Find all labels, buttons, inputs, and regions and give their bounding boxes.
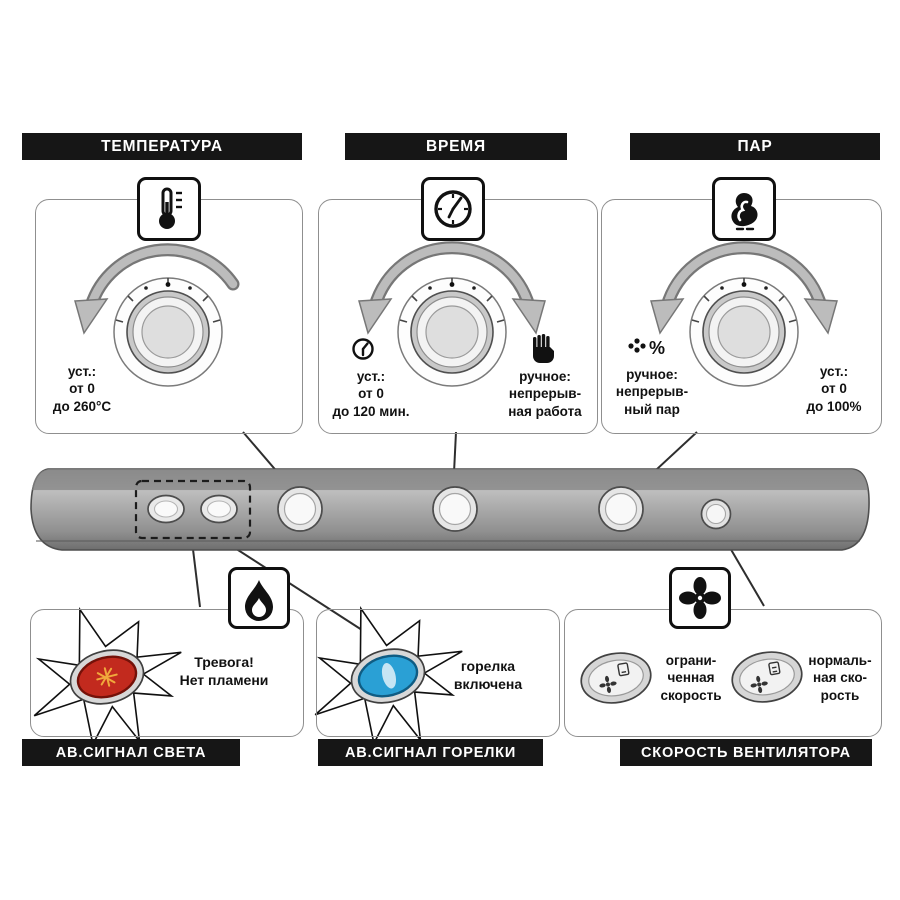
alarm-light-red [11, 587, 201, 766]
connector-lights-alarm [191, 540, 201, 608]
light-alarm-lamp-strip [147, 494, 185, 524]
time-manual-text: ручное: непрерыв- ная работа [508, 369, 582, 419]
fan-limited-text: ограни- ченная скорость [660, 653, 722, 703]
steam-iconbox [712, 177, 776, 241]
time-knob-strip [432, 486, 478, 532]
connector-lights-burner [223, 540, 363, 631]
temperature-set-text: уст.: от 0 до 260°C [52, 364, 112, 414]
light-alarm-text: Тревога! Нет пламени [179, 654, 269, 688]
light-alarm-panel [30, 609, 304, 737]
time-set-text: уст.: от 0 до 120 мин. [332, 369, 410, 419]
percent-glyph: % [649, 338, 665, 358]
fan-speed-label: СКОРОСТЬ ВЕНТИЛЯТОРА [641, 744, 851, 761]
fan-icon [679, 577, 721, 619]
sparkle-icon [96, 667, 118, 687]
mini-speed-low-icon [617, 662, 630, 677]
temperature-arrow [74, 243, 240, 335]
manual-hand-icon [533, 334, 554, 363]
steam-label: ПАР [737, 137, 773, 155]
temperature-label: ТЕМПЕРАТУРА [101, 137, 223, 155]
steam-set-text: уст.: от 0 до 100% [806, 364, 862, 414]
clock-iconbox [421, 177, 485, 241]
clock-icon [434, 190, 472, 228]
burner-alarm-panel [316, 609, 560, 737]
burner-light-blue [292, 586, 482, 765]
fan-speed-button-normal [731, 651, 803, 703]
steam-puff-icon [731, 193, 758, 231]
thermometer-icon [159, 187, 182, 229]
steam-arrow [650, 241, 838, 335]
knob-arrows [74, 241, 838, 335]
section-label-fan-speed: СКОРОСТЬ ВЕНТИЛЯТОРА [620, 739, 872, 766]
fan-speed-button-strip [700, 498, 732, 530]
light-alarm-label: АВ.СИГНАЛ СВЕТА [55, 744, 207, 761]
section-label-burner-alarm: АВ.СИГНАЛ ГОРЕЛКИ [318, 739, 543, 766]
timer-icon [352, 338, 374, 360]
section-label-time: ВРЕМЯ [345, 133, 567, 160]
section-label-light-alarm: АВ.СИГНАЛ СВЕТА [22, 739, 240, 766]
section-label-steam: ПАР [630, 133, 880, 160]
burner-alarm-label: АВ.СИГНАЛ ГОРЕЛКИ [344, 744, 517, 761]
burner-alarm-text: горелка включена [453, 658, 523, 692]
fan-normal-text: нормаль- ная ско- рость [808, 653, 872, 703]
mini-fan-icon [599, 675, 617, 694]
mini-fan-icon [750, 675, 768, 694]
section-label-temperature: ТЕМПЕРАТУРА [22, 133, 302, 160]
burner-lamp-strip [200, 494, 238, 524]
steam-manual-text: ручное: непрерыв- ный пар [615, 367, 689, 417]
mini-speed-high-icon [768, 661, 781, 676]
temperature-knob-strip [277, 486, 323, 532]
steam-knob-strip [598, 486, 644, 532]
indicator-lights-zone [134, 479, 252, 540]
steam-drops-percent-icon: % [628, 338, 665, 358]
fan-speed-button-limited [580, 652, 652, 704]
bulb-glyph [381, 663, 397, 689]
fan-iconbox [669, 567, 731, 629]
time-arrow [358, 241, 546, 335]
flame-icon [245, 580, 273, 621]
flame-iconbox [228, 567, 290, 629]
thermometer-iconbox [137, 177, 201, 241]
time-label: ВРЕМЯ [426, 137, 486, 155]
